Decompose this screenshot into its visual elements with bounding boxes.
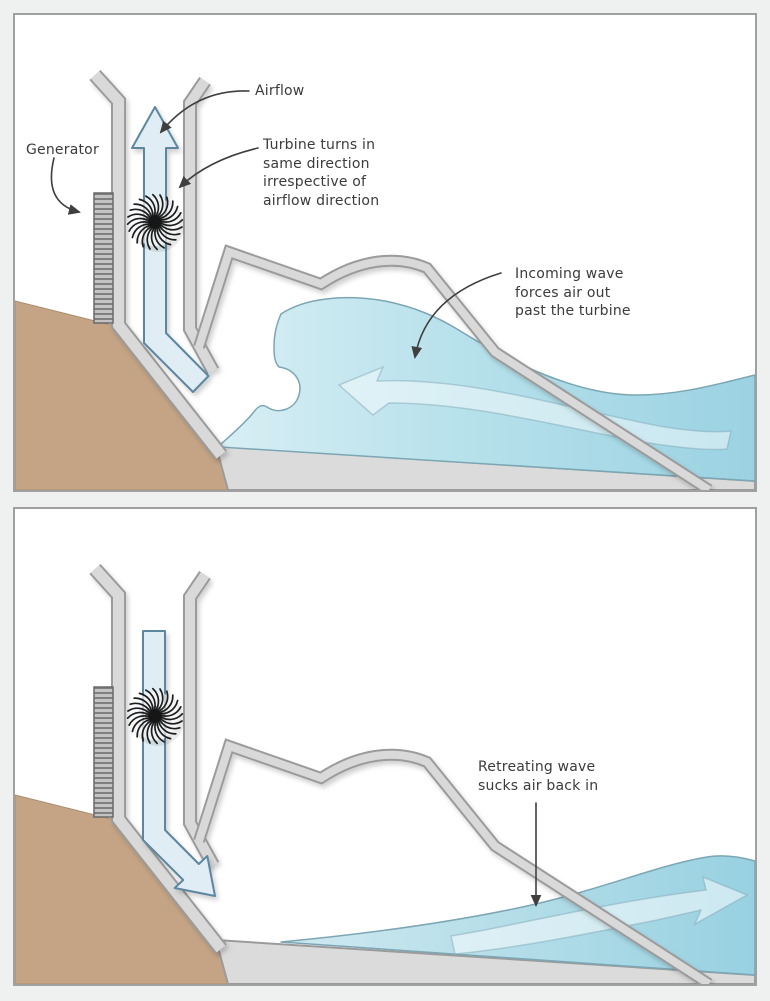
airflow-pointer-arrow	[159, 90, 250, 134]
retreating-wave-label: Retreating wave sucks air back in	[478, 759, 599, 794]
owc-structure	[89, 563, 713, 984]
retreating-wave-panel: Retreating wave sucks air back in	[13, 507, 757, 986]
generator	[93, 192, 114, 324]
owc-structure	[89, 69, 713, 490]
seabed-floor	[214, 938, 755, 984]
annotation-arrows	[50, 90, 502, 360]
generator	[93, 686, 114, 818]
generator-label: Generator	[26, 142, 99, 158]
sea-water-retreating	[280, 855, 755, 976]
generator-pointer-arrow	[50, 157, 81, 215]
turbine-icon	[127, 194, 184, 252]
airflow-up-arrow	[131, 106, 210, 393]
turbine-pointer-arrow	[178, 147, 259, 189]
airflow-label: Airflow	[255, 83, 305, 99]
incoming-wave-pointer-arrow	[411, 272, 502, 360]
turbine-icon	[127, 688, 184, 746]
incoming-wave-panel: Generator Airflow Turbine turns in same …	[13, 13, 757, 492]
retreating-wave-diagram	[15, 563, 755, 984]
wave-direction-arrow-in	[337, 365, 732, 451]
incoming-wave-label: Incoming wave forces air out past the tu…	[515, 266, 631, 319]
turbine-label: Turbine turns in same direction irrespec…	[263, 137, 380, 209]
incoming-wave-diagram	[15, 69, 755, 490]
